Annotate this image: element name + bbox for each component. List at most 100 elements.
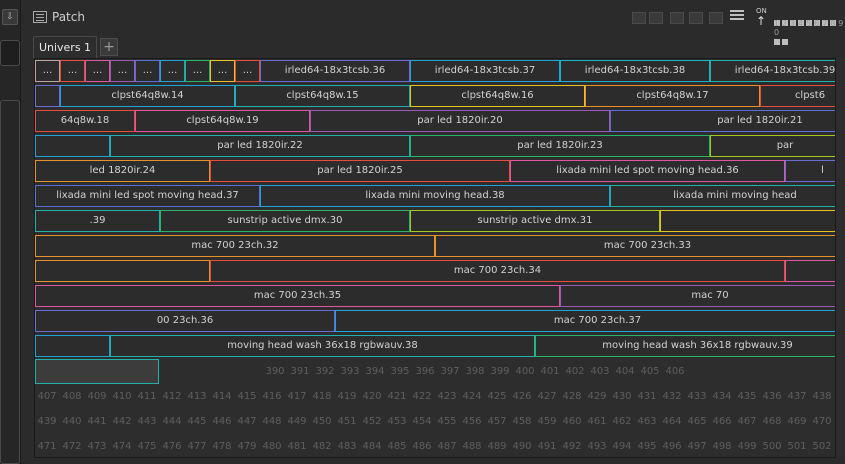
dmx-address-cell[interactable]: 407 <box>37 391 57 402</box>
fixture-block[interactable] <box>35 260 210 282</box>
fixture-block[interactable]: irled64-18x3tcsb.39 <box>710 60 835 82</box>
dmx-address-cell[interactable]: 409 <box>87 391 107 402</box>
dmx-address-cell[interactable]: 468 <box>762 416 782 427</box>
dmx-address-cell[interactable]: 436 <box>762 391 782 402</box>
dmx-address-cell[interactable]: 411 <box>137 391 157 402</box>
fixture-block[interactable] <box>660 210 835 232</box>
dmx-address-cell[interactable]: 408 <box>62 391 82 402</box>
dmx-address-cell[interactable]: 447 <box>237 416 257 427</box>
dmx-address-cell[interactable]: 467 <box>737 416 757 427</box>
vertical-scrollbar[interactable] <box>836 58 845 456</box>
fixture-block[interactable]: par led 1820ir.21 <box>610 110 835 132</box>
dmx-address-cell[interactable]: 478 <box>212 441 232 452</box>
dmx-address-cell[interactable]: 445 <box>187 416 207 427</box>
dmx-address-cell[interactable]: 419 <box>337 391 357 402</box>
dmx-address-cell[interactable]: 422 <box>412 391 432 402</box>
dmx-address-cell[interactable]: 391 <box>290 366 310 377</box>
dmx-address-cell[interactable]: 435 <box>737 391 757 402</box>
fixture-block[interactable]: ... <box>235 60 260 82</box>
dmx-address-cell[interactable]: 458 <box>512 416 532 427</box>
dmx-address-cell[interactable]: 449 <box>287 416 307 427</box>
fixture-block[interactable]: ... <box>185 60 210 82</box>
dmx-address-cell[interactable]: 471 <box>37 441 57 452</box>
fixture-block[interactable]: .39 <box>35 210 160 232</box>
dmx-address-cell[interactable]: 489 <box>487 441 507 452</box>
fixture-block[interactable]: sunstrip active dmx.31 <box>410 210 660 232</box>
fixture-block[interactable]: ... <box>85 60 110 82</box>
dmx-address-cell[interactable]: 394 <box>365 366 385 377</box>
list-view-icon[interactable] <box>730 10 744 24</box>
dmx-address-cell[interactable]: 494 <box>612 441 632 452</box>
dmx-address-cell[interactable]: 440 <box>62 416 82 427</box>
dmx-address-cell[interactable]: 444 <box>162 416 182 427</box>
dmx-address-cell[interactable]: 490 <box>512 441 532 452</box>
fixture-block[interactable] <box>35 135 110 157</box>
dmx-address-cell[interactable]: 418 <box>312 391 332 402</box>
fixture-block[interactable]: clpst64q8w.15 <box>235 85 410 107</box>
fixture-block[interactable]: clpst64q8w.16 <box>410 85 585 107</box>
toolbar-tool-icon[interactable] <box>632 12 646 24</box>
dmx-address-cell[interactable]: 498 <box>712 441 732 452</box>
download-icon[interactable]: ⇩ <box>2 9 18 25</box>
dmx-address-cell[interactable]: 454 <box>412 416 432 427</box>
dmx-address-cell[interactable]: 414 <box>212 391 232 402</box>
dmx-address-cell[interactable]: 501 <box>787 441 807 452</box>
dmx-address-cell[interactable]: 399 <box>490 366 510 377</box>
fixture-block[interactable]: irled64-18x3tcsb.37 <box>410 60 560 82</box>
fixture-block[interactable]: mac 700 23ch.35 <box>35 285 560 307</box>
dmx-address-cell[interactable]: 481 <box>287 441 307 452</box>
dmx-address-cell[interactable]: 480 <box>262 441 282 452</box>
dmx-address-cell[interactable]: 486 <box>412 441 432 452</box>
dmx-address-cell[interactable]: 470 <box>812 416 832 427</box>
dmx-address-cell[interactable]: 410 <box>112 391 132 402</box>
fixture-block[interactable]: mac 700 23ch.32 <box>35 235 435 257</box>
dmx-address-cell[interactable]: 396 <box>415 366 435 377</box>
dmx-address-cell[interactable]: 491 <box>537 441 557 452</box>
tab-univers-1[interactable]: Univers 1 <box>33 36 97 58</box>
dmx-address-cell[interactable]: 398 <box>465 366 485 377</box>
dmx-address-cell[interactable]: 432 <box>662 391 682 402</box>
fixture-block[interactable]: par led 1820ir.25 <box>210 160 510 182</box>
fixture-block[interactable]: lixada mini led spot moving head.37 <box>35 185 260 207</box>
dmx-address-cell[interactable]: 405 <box>640 366 660 377</box>
dmx-address-cell[interactable]: 424 <box>462 391 482 402</box>
fixture-block[interactable]: 64q8w.18 <box>35 110 135 132</box>
fixture-block[interactable]: lixada mini moving head <box>610 185 835 207</box>
dmx-address-cell[interactable]: 464 <box>662 416 682 427</box>
fixture-block[interactable]: irled64-18x3tcsb.38 <box>560 60 710 82</box>
fixture-block[interactable]: moving head wash 36x18 rgbwauv.38 <box>110 335 535 357</box>
dmx-address-cell[interactable]: 401 <box>540 366 560 377</box>
dmx-address-cell[interactable]: 457 <box>487 416 507 427</box>
dmx-address-cell[interactable]: 431 <box>637 391 657 402</box>
dmx-address-cell[interactable]: 443 <box>137 416 157 427</box>
dmx-address-cell[interactable]: 433 <box>687 391 707 402</box>
dmx-address-cell[interactable]: 456 <box>462 416 482 427</box>
dmx-address-cell[interactable]: 412 <box>162 391 182 402</box>
fixture-block[interactable]: par led 1820ir.22 <box>110 135 410 157</box>
dmx-address-cell[interactable]: 437 <box>787 391 807 402</box>
dmx-address-cell[interactable]: 497 <box>687 441 707 452</box>
delete-icon[interactable] <box>709 12 723 24</box>
dmx-address-cell[interactable]: 429 <box>587 391 607 402</box>
fixture-block[interactable]: par led 1820ir.20 <box>310 110 610 132</box>
dmx-address-cell[interactable]: 395 <box>390 366 410 377</box>
fixture-block[interactable]: mac 700 23ch.33 <box>435 235 835 257</box>
fixture-block[interactable]: sunstrip active dmx.30 <box>160 210 410 232</box>
dmx-address-cell[interactable]: 442 <box>112 416 132 427</box>
fixture-block[interactable] <box>35 85 60 107</box>
fixture-block[interactable]: moving head wash 36x18 rgbwauv.39 <box>535 335 835 357</box>
dmx-address-cell[interactable]: 488 <box>462 441 482 452</box>
dmx-address-cell[interactable]: 439 <box>37 416 57 427</box>
dmx-address-cell[interactable]: 479 <box>237 441 257 452</box>
fixture-block[interactable]: ... <box>210 60 235 82</box>
fixture-block[interactable]: 00 23ch.36 <box>35 310 335 332</box>
dmx-address-cell[interactable]: 496 <box>662 441 682 452</box>
dmx-address-cell[interactable]: 452 <box>362 416 382 427</box>
dmx-address-cell[interactable]: 487 <box>437 441 457 452</box>
dmx-address-cell[interactable]: 406 <box>665 366 685 377</box>
on-toggle[interactable]: ON ↑ <box>756 7 770 29</box>
fixture-block[interactable]: clpst64q8w.19 <box>135 110 310 132</box>
fixture-block[interactable]: ... <box>60 60 85 82</box>
dmx-address-cell[interactable]: 438 <box>812 391 832 402</box>
